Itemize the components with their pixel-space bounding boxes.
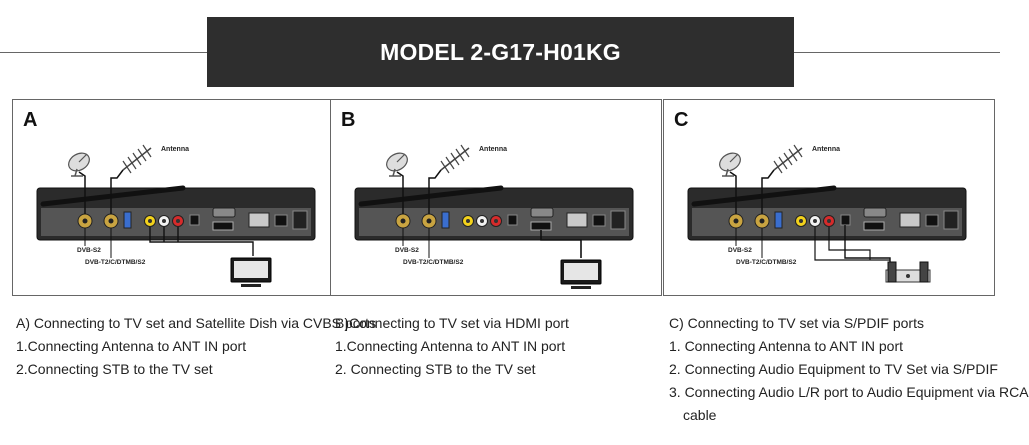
hdmi-cable [540,230,582,258]
description-b: B)Connecting to TV set via HDMI port 1.C… [335,312,569,381]
description-line: A) Connecting to TV set and Satellite Di… [16,315,377,331]
panel-letter: C [674,109,688,131]
antenna-label: Antenna [479,146,507,153]
spdif-port [840,214,851,226]
dish-cable [78,171,86,214]
antenna-cable [110,169,124,214]
wifi-antenna [40,185,186,207]
port-label-dvb-t2: DVB-T2/C/DTMB/S2 [736,259,797,266]
model-title: MODEL 2-G17-H01KG [380,38,621,65]
antenna-cable [428,169,442,214]
serial-port [212,207,236,218]
power-socket [610,210,626,230]
description-line: B)Connecting to TV set via HDMI port [335,315,569,331]
satellite-dish-icon [386,152,408,177]
port-label-dvb-s2: DVB-S2 [728,247,752,254]
panel-letter: B [341,109,355,131]
hdmi-port [863,221,885,231]
wifi-antenna [691,185,837,207]
usb-port [123,211,132,229]
antenna-icon [440,144,470,174]
tv-icon [230,257,272,287]
antenna-icon [773,144,803,174]
description-line: 1.Connecting Antenna to ANT IN port [16,338,247,354]
description-line: 3. Connecting Audio L/R port to Audio Eq… [669,384,1029,400]
hdmi-port [212,221,234,231]
description-a: A) Connecting to TV set and Satellite Di… [16,312,376,381]
antenna-label: Antenna [812,146,840,153]
port-label-dvb-s2: DVB-S2 [395,247,419,254]
description-line: 1.Connecting Antenna to ANT IN port [335,338,566,354]
usb-port [441,211,450,229]
power-switch [925,214,939,227]
description-line: 2. Connecting Audio Equipment to TV Set … [669,361,998,377]
description-line: 1. Connecting Antenna to ANT IN port [669,338,904,354]
description-line: C) Connecting to TV set via S/PDIF ports [669,315,924,331]
serial-port [863,207,887,218]
power-socket [292,210,308,230]
satellite-dish-icon [68,152,90,177]
dish-cable [729,171,737,214]
hdmi-port [530,221,552,231]
model-title-banner: MODEL 2-G17-H01KG [207,17,794,87]
description-c: C) Connecting to TV set via S/PDIF ports… [669,312,1029,427]
power-switch [592,214,606,227]
description-line-continued: cable [683,407,717,423]
cvbs-cable [149,227,254,256]
ethernet-port [899,212,921,228]
description-line: 2. Connecting STB to the TV set [335,361,536,377]
tv-icon [560,259,602,289]
spdif-port [189,214,200,226]
port-label-dvb-t2: DVB-T2/C/DTMB/S2 [403,259,464,266]
ethernet-port [248,212,270,228]
usb-port [774,211,783,229]
port-label-dvb-t2: DVB-T2/C/DTMB/S2 [85,259,146,266]
antenna-label: Antenna [161,146,189,153]
power-socket [943,210,959,230]
ethernet-port [566,212,588,228]
satellite-dish-icon [719,152,741,177]
port-label-dvb-s2: DVB-S2 [77,247,101,254]
description-line: 2.Connecting STB to the TV set [16,361,213,377]
power-switch [274,214,288,227]
antenna-icon [122,144,152,174]
antenna-cable [761,169,775,214]
audio-equipment-icon [885,261,931,283]
serial-port [530,207,554,218]
wifi-antenna [358,185,504,207]
dish-cable [396,171,404,214]
panel-letter: A [23,109,37,131]
spdif-port [507,214,518,226]
rca-audio-cable [814,227,890,261]
